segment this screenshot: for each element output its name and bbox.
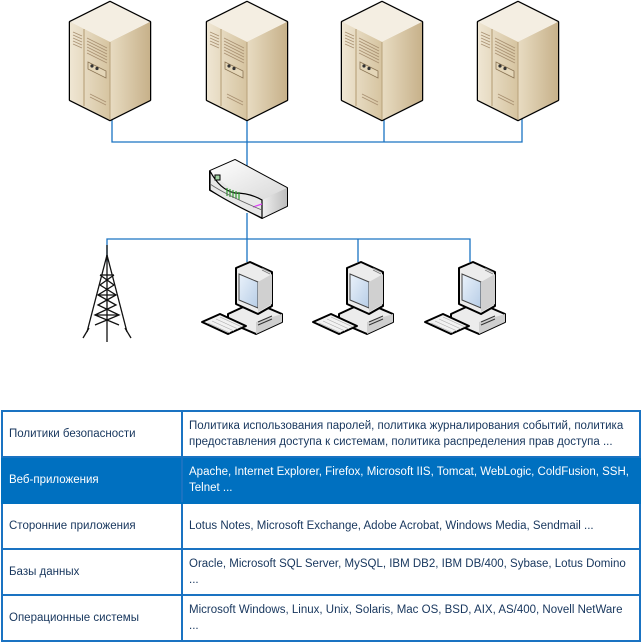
row-items: Microsoft Windows, Linux, Unix, Solaris,…	[181, 594, 641, 642]
table-row-highlighted: Веб-приложения Apache, Internet Explorer…	[1, 456, 641, 504]
table-row: Операционные системы Microsoft Windows, …	[1, 594, 641, 642]
server-icon	[476, 0, 560, 122]
row-items: Lotus Notes, Microsoft Exchange, Adobe A…	[181, 502, 641, 550]
workstation-icon	[201, 261, 283, 335]
table-row: Сторонние приложения Lotus Notes, Micros…	[1, 502, 641, 550]
connection-lines	[106, 114, 523, 262]
row-category: Базы данных	[1, 548, 183, 596]
server-icon	[340, 0, 424, 122]
row-items: Политика использования паролей, политика…	[181, 410, 641, 458]
row-items: Apache, Internet Explorer, Firefox, Micr…	[181, 456, 641, 504]
workstation-icon	[312, 261, 394, 335]
row-category: Политики безопасности	[1, 410, 183, 458]
row-category: Веб-приложения	[1, 456, 183, 504]
row-items: Oracle, Microsoft SQL Server, MySQL, IBM…	[181, 548, 641, 596]
security-areas-table: Политики безопасности Политика использов…	[1, 410, 641, 642]
workstation-icon	[424, 261, 506, 335]
table-row: Политики безопасности Политика использов…	[1, 410, 641, 458]
table-row: Базы данных Oracle, Microsoft SQL Server…	[1, 548, 641, 596]
row-category: Операционные системы	[1, 594, 183, 642]
radio-tower-icon	[82, 245, 132, 342]
row-category: Сторонние приложения	[1, 502, 183, 550]
network-diagram	[68, 0, 560, 342]
server-icon	[68, 0, 152, 122]
network-hub-icon	[209, 159, 288, 219]
server-icon	[205, 0, 289, 122]
